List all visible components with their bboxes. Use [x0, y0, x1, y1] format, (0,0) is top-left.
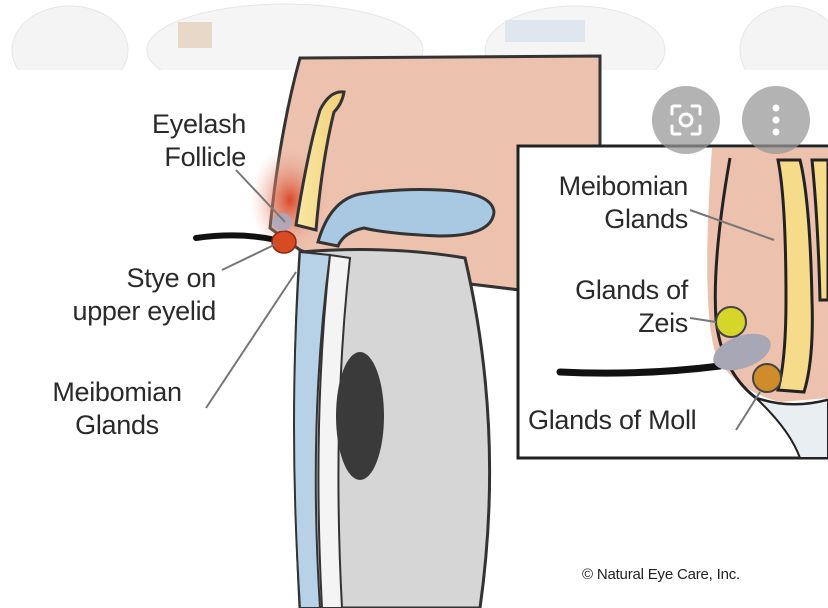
label-meibomian-inset: Meibomian Glands: [526, 170, 688, 236]
gland-of-moll-marker: [753, 364, 781, 392]
label-stye-line1: Stye on: [20, 262, 216, 295]
label-eyelash-follicle-line2: Follicle: [128, 141, 246, 174]
label-stye: Stye on upper eyelid: [20, 262, 216, 328]
label-meibomian-main-line2: Glands: [32, 409, 202, 442]
label-stye-line2: upper eyelid: [20, 295, 216, 328]
label-eyelash-follicle: Eyelash Follicle: [128, 108, 246, 174]
label-glands-of-moll: Glands of Moll: [528, 404, 696, 437]
label-glands-of-zeis-line2: Zeis: [530, 307, 688, 340]
leader-stye: [222, 244, 276, 270]
more-vert-icon: [770, 102, 782, 138]
lens-search-button[interactable]: [652, 86, 720, 154]
gland-of-zeis-marker: [716, 307, 746, 337]
more-options-button[interactable]: [742, 86, 810, 154]
label-meibomian-main: Meibomian Glands: [32, 376, 202, 442]
label-eyelash-follicle-line1: Eyelash: [128, 108, 246, 141]
label-meibomian-main-line1: Meibomian: [32, 376, 202, 409]
pupil: [336, 352, 384, 480]
label-glands-of-zeis: Glands of Zeis: [530, 274, 688, 340]
stye-bump-grey: [272, 213, 292, 231]
stye-bump: [272, 231, 296, 253]
label-glands-of-zeis-line1: Glands of: [530, 274, 688, 307]
eyelash: [196, 235, 276, 240]
copyright-notice: © Natural Eye Care, Inc.: [582, 566, 740, 583]
leader-meibomian-main: [206, 272, 296, 408]
lens-search-icon: [668, 102, 704, 138]
label-meibomian-inset-line2: Glands: [526, 203, 688, 236]
label-meibomian-inset-line1: Meibomian: [526, 170, 688, 203]
